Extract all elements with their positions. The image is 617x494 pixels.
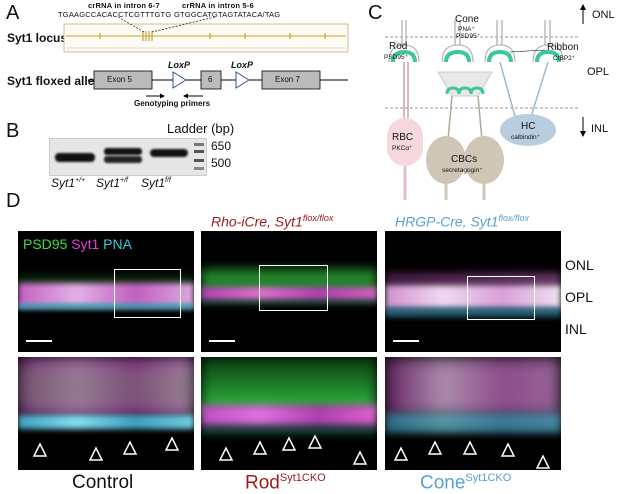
- exon7-label: Exon 7: [275, 75, 300, 84]
- cbc-marker: secretagogin⁺: [442, 167, 483, 174]
- hc-marker: calbindin⁺: [511, 134, 541, 141]
- lane2-label: Syt1+/f: [96, 176, 128, 190]
- crrna1-title: crRNA in intron 6-7: [88, 1, 160, 10]
- d-opl-label: OPL: [565, 289, 594, 305]
- control-label: Control: [72, 472, 134, 493]
- cone-cko-label: ConeSyt1CKO: [420, 472, 512, 494]
- triangle-marker: [535, 454, 551, 469]
- triangle-marker: [122, 440, 138, 455]
- d-onl-label: ONL: [565, 257, 594, 273]
- cbc-label: CBCs: [451, 154, 478, 165]
- loxp1-label: LoxP: [168, 60, 191, 70]
- ribbon-marker: CtBP2⁺: [553, 55, 576, 62]
- triangle-marker: [32, 442, 48, 457]
- panel-a-label: A: [6, 2, 20, 24]
- rbc-marker: PKCα⁺: [392, 145, 413, 152]
- syt1-locus-label: Syt1 locus: [7, 31, 68, 45]
- lane3-label: Syt1f/f: [141, 176, 171, 190]
- micrograph-cone-zoom: [385, 357, 561, 470]
- triangle-marker: [352, 450, 368, 465]
- panel-b-label: B: [6, 120, 20, 142]
- cone-cre-title: HRGP-Cre, Syt1flox/flox: [395, 213, 529, 230]
- stain-legend: PSD95 Syt1 PNA: [23, 236, 132, 252]
- hc-label: HC: [521, 121, 536, 132]
- crrna2-title: crRNA in intron 5-6: [182, 1, 254, 10]
- zoom-box: [259, 265, 328, 311]
- triangle-marker: [307, 434, 323, 449]
- zoom-box: [467, 276, 535, 320]
- c-opl-label: OPL: [587, 66, 610, 78]
- zoom-box: [114, 269, 181, 318]
- triangle-marker: [427, 440, 443, 455]
- cone-marker-psd95: PSD95⁺: [456, 33, 481, 40]
- gel-image: [49, 138, 207, 176]
- scale-bar: [393, 340, 419, 342]
- micrograph-rod-overview: [201, 231, 377, 352]
- micrograph-rod-zoom: [201, 357, 377, 470]
- triangle-marker: [88, 446, 104, 461]
- ladder-500: 500: [211, 156, 232, 170]
- panel-d-label: D: [6, 190, 21, 212]
- locus-track: [63, 16, 349, 99]
- exon5-label: Exon 5: [107, 75, 132, 84]
- syt1-floxed-label: Syt1 floxed allele: [7, 74, 105, 88]
- retina-schematic: [385, 4, 586, 200]
- rbc-label: RBC: [392, 132, 414, 143]
- rod-cko-label: RodSyt1CKO: [245, 472, 326, 494]
- ladder-title: Ladder (bp): [167, 121, 235, 136]
- scale-bar: [209, 340, 235, 342]
- cone-marker-pna: PNA⁺: [458, 26, 475, 33]
- cone-label: Cone: [455, 14, 479, 25]
- rod-cre-title: Rho-iCre, Syt1flox/flox: [211, 213, 334, 230]
- exon6-label: 6: [208, 75, 213, 84]
- d-inl-label: INL: [565, 321, 587, 337]
- lane1-label: Syt1+/+: [51, 176, 86, 190]
- triangle-marker: [462, 440, 478, 455]
- crrna2-seq: GTGGCATGTAGTATACA/TAG: [174, 10, 281, 19]
- panel-c-label: C: [368, 2, 383, 24]
- triangle-marker: [164, 436, 180, 451]
- triangle-marker: [500, 442, 516, 457]
- scale-bar: [26, 340, 52, 342]
- triangle-marker: [393, 446, 409, 461]
- triangle-marker: [281, 436, 297, 451]
- crrna1-seq: TGAAGCCACACCTCGTTTGTG: [58, 10, 172, 19]
- micrograph-control-overview: PSD95 Syt1 PNA: [18, 231, 194, 352]
- rod-marker: PSD95⁺: [384, 54, 409, 61]
- loxp2-label: LoxP: [231, 60, 254, 70]
- c-inl-label: INL: [591, 123, 609, 135]
- ladder-650: 650: [211, 139, 232, 153]
- micrograph-control-zoom: [18, 357, 194, 470]
- genotyping-primers-label: Genotyping primers: [134, 99, 211, 108]
- rod-label: Rod: [389, 41, 408, 52]
- micrograph-cone-overview: [385, 231, 561, 352]
- triangle-marker: [218, 446, 234, 461]
- c-onl-label: ONL: [592, 9, 615, 21]
- triangle-marker: [252, 440, 268, 455]
- ribbon-label: Ribbon: [547, 42, 579, 53]
